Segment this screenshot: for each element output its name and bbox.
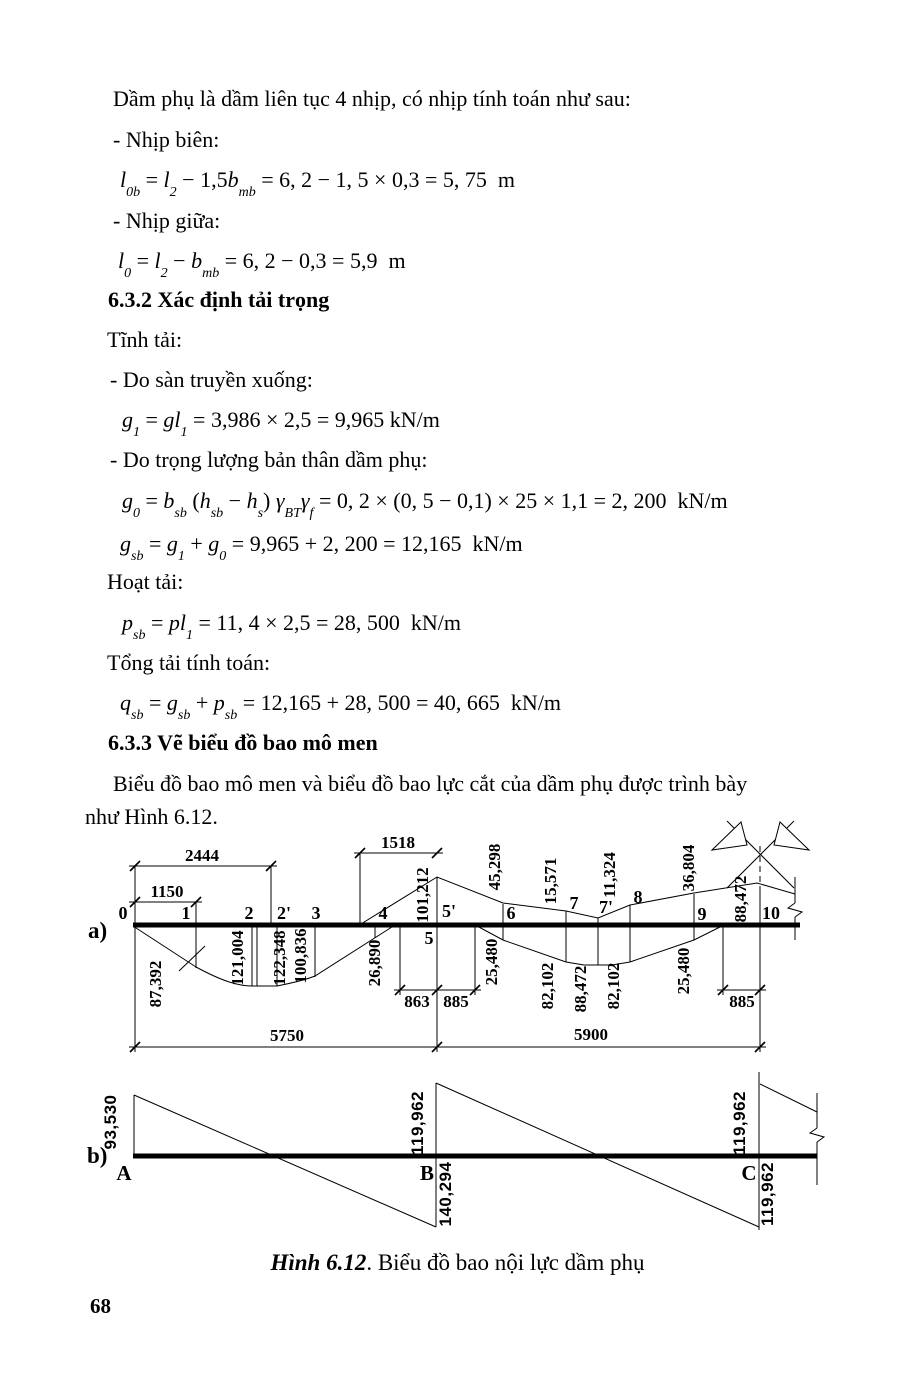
dim-863: 863	[404, 992, 430, 1011]
item-do-trong-luong: - Do trọng lượng bản thân dầm phụ:	[110, 447, 428, 472]
moment-121004: 121,004	[228, 930, 247, 986]
formula-psb: psb = pl1 = 11, 4 × 2,5 = 28, 500 kN/m	[122, 610, 462, 644]
shear-119962-C-bottom: 119,962	[758, 1162, 777, 1226]
node-6: 6	[507, 903, 516, 923]
fig-b-break-mark	[808, 1127, 826, 1143]
node-7: 7	[570, 893, 579, 913]
node-3: 3	[312, 903, 321, 923]
formula-gsb: gsb = g1 + g0 = 9,965 + 2, 200 = 12,165 …	[120, 531, 523, 565]
node-5p: 5'	[442, 901, 456, 921]
panel-a-label: a)	[88, 918, 107, 943]
shear-93530: 93,530	[101, 1095, 120, 1150]
node-1: 1	[182, 903, 191, 923]
support-B: B	[420, 1161, 434, 1185]
shear-119962-B-top: 119,962	[408, 1091, 427, 1155]
heading-6-3-2: 6.3.2 Xác định tải trọng	[108, 287, 330, 312]
figure-hinh-6-12: a) 0 1 2 2' 3 4 5' 5 6 7 7' 8 9 10 87,39…	[87, 820, 826, 1230]
item-nhip-giua: - Nhịp giữa:	[113, 208, 221, 233]
fig-b-support-labels: A B C	[116, 1161, 756, 1185]
node-8: 8	[634, 887, 643, 907]
fig-b-lines	[133, 1072, 818, 1230]
formula-g1: g1 = gl1 = 3,986 × 2,5 = 9,965 kN/m	[122, 407, 440, 441]
moment-82102-left: 82,102	[538, 963, 557, 1010]
span1-lower-envelope	[132, 924, 396, 987]
fig-a-break-marks	[759, 846, 804, 918]
moment-122348: 122,348	[270, 930, 289, 985]
figure-caption: Hình 6.12. Biểu đồ bao nội lực dầm phụ	[0, 1250, 915, 1276]
dim-2444: 2444	[185, 846, 220, 865]
formula-g0: g0 = bsb (hsb − hs) γBTγf = 0, 2 × (0, 5…	[122, 488, 728, 522]
moment-25480-left: 25,480	[482, 939, 501, 986]
moment-36804: 36,804	[679, 844, 698, 891]
node-5: 5	[425, 928, 434, 948]
paragraph-figure-ref-1: Biểu đồ bao mô men và biểu đồ bao lực cắ…	[113, 771, 748, 796]
moment-45298: 45,298	[485, 844, 504, 891]
fig-a-node-labels: 0 1 2 2' 3 4 5' 5 6 7 7' 8 9 10	[119, 887, 781, 948]
node-4: 4	[379, 903, 388, 923]
shear-119962-C-top: 119,962	[730, 1091, 749, 1155]
panel-b-label: b)	[87, 1143, 107, 1168]
node-2: 2	[245, 903, 254, 923]
formula-l0: l0 = l2 − bmb = 6, 2 − 0,3 = 5,9 m	[118, 248, 406, 282]
support-C: C	[741, 1161, 756, 1185]
node-2p: 2'	[277, 903, 291, 923]
fig-a-dimension-values: 2444 1150 1518 863 885 5750 5900 885	[150, 833, 754, 1045]
item-nhip-bien: - Nhịp biên:	[113, 127, 220, 152]
dim-5750: 5750	[270, 1026, 304, 1045]
paragraph-intro: Dầm phụ là dầm liên tục 4 nhịp, có nhịp …	[113, 86, 631, 111]
span1-branch-tick	[178, 945, 206, 972]
node-9: 9	[698, 904, 707, 924]
span2-upper-envelope	[360, 876, 796, 925]
label-tong-tai: Tổng tải tính toán:	[107, 650, 271, 675]
label-tinh-tai: Tĩnh tải:	[107, 327, 183, 352]
dim-1150: 1150	[150, 882, 183, 901]
node-0: 0	[119, 903, 128, 923]
span2-lower-envelope	[476, 925, 723, 966]
moment-100836: 100,836	[291, 928, 310, 983]
shear-140294: 140,294	[436, 1161, 455, 1226]
page-number: 68	[90, 1294, 111, 1318]
moment-88472-node10: 88,472	[731, 876, 750, 923]
moment-82102-right: 82,102	[604, 963, 623, 1010]
moment-11324: 11,324	[600, 852, 619, 898]
fig-a-moment-values-top: 101,212 45,298 15,571 11,324 36,804 88,4…	[413, 844, 750, 923]
dim-885-mid: 885	[443, 992, 469, 1011]
fig-a-ordinate-and-extension-lines	[134, 853, 796, 1052]
node-10: 10	[762, 903, 780, 923]
figure-caption-text: . Biểu đồ bao nội lực dầm phụ	[366, 1250, 645, 1275]
moment-88472-mid: 88,472	[571, 966, 590, 1013]
heading-6-3-3: 6.3.3 Vẽ biểu đồ bao mô men	[108, 730, 378, 755]
dim-5900: 5900	[574, 1025, 608, 1044]
node-7p: 7'	[599, 897, 613, 917]
paragraph-figure-ref-2: như Hình 6.12.	[85, 804, 218, 829]
moment-26890: 26,890	[365, 940, 384, 987]
item-do-san: - Do sàn truyền xuống:	[110, 367, 313, 392]
moment-15571: 15,571	[541, 858, 560, 905]
section-cut-icon	[710, 820, 811, 889]
fig-a-moment-envelopes	[132, 876, 796, 987]
formula-l0b: l0b = l2 − 1,5bmb = 6, 2 − 1, 5 × 0,3 = …	[120, 167, 515, 201]
fig-b-shear-values: 93,530 119,962 140,294 119,962 119,962	[101, 1091, 777, 1226]
fig-a-moment-values-bottom: 87,392 121,004 122,348 100,836 26,890 25…	[146, 928, 693, 1012]
fig-a-dimension-lines	[129, 847, 766, 1053]
support-A: A	[116, 1161, 132, 1185]
moment-25480-right: 25,480	[674, 948, 693, 995]
moment-101212: 101,212	[413, 867, 432, 922]
moment-87392: 87,392	[146, 961, 165, 1008]
figure-caption-number: Hình 6.12	[270, 1250, 367, 1275]
dim-1518: 1518	[381, 833, 415, 852]
label-hoat-tai: Hoạt tải:	[107, 569, 184, 594]
formula-qsb: qsb = gsb + psb = 12,165 + 28, 500 = 40,…	[120, 690, 562, 724]
dim-885-right: 885	[729, 992, 755, 1011]
